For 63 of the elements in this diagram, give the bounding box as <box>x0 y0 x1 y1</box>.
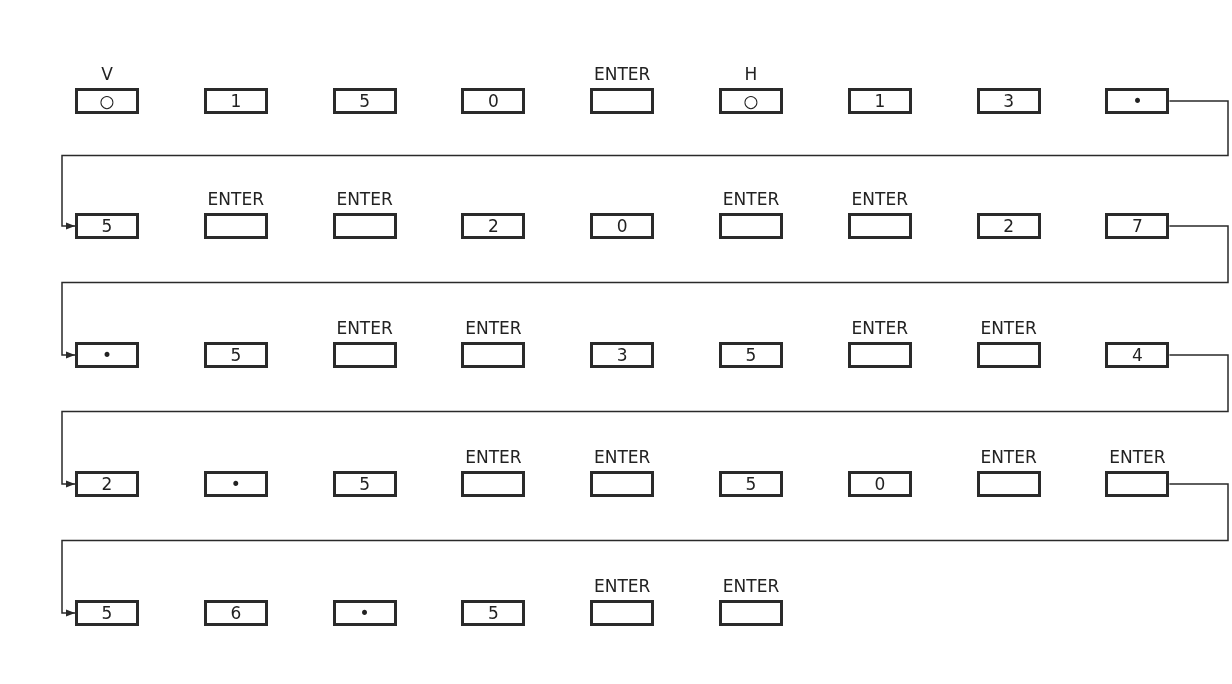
key-button: 5 <box>461 600 526 626</box>
key-label: ENTER <box>593 449 652 466</box>
key-button <box>461 342 526 368</box>
key-label: ENTER <box>206 191 265 208</box>
key-button <box>461 471 526 497</box>
key-label: ENTER <box>464 320 523 337</box>
key-button: 5 <box>719 342 783 368</box>
key-button: 6 <box>203 600 268 626</box>
key-button: 5 <box>203 342 268 368</box>
key-button: 0 <box>461 88 526 114</box>
key-label: ENTER <box>593 66 652 83</box>
key-label: ENTER <box>850 191 909 208</box>
arrow <box>61 354 1229 488</box>
key-button: 4 <box>1105 342 1170 368</box>
key-button <box>332 213 397 239</box>
key-button: 0 <box>590 213 655 239</box>
key-button <box>203 213 268 239</box>
key-button: 3 <box>590 342 655 368</box>
key-button: • <box>75 342 139 368</box>
key-button <box>332 342 397 368</box>
key-button <box>719 213 783 239</box>
key-button: 2 <box>75 471 139 497</box>
key-button: 5 <box>75 213 139 239</box>
key-label: ENTER <box>335 191 394 208</box>
key-button: 5 <box>719 471 783 497</box>
key-button: 3 <box>976 88 1041 114</box>
key-button <box>847 213 912 239</box>
key-label: ENTER <box>979 449 1038 466</box>
key-button: 2 <box>461 213 526 239</box>
key-button <box>590 471 655 497</box>
key-button: 7 <box>1105 213 1170 239</box>
key-button: 0 <box>847 471 912 497</box>
key-label: ENTER <box>850 320 909 337</box>
key-button: • <box>203 471 268 497</box>
key-label: ENTER <box>1108 449 1167 466</box>
key-label: V <box>100 66 114 83</box>
key-button: 2 <box>976 213 1041 239</box>
key-button <box>976 342 1041 368</box>
key-button: 5 <box>332 471 397 497</box>
key-button <box>1105 471 1170 497</box>
key-button: • <box>332 600 397 626</box>
key-label: ENTER <box>335 320 394 337</box>
key-label: ENTER <box>979 320 1038 337</box>
key-label: H <box>743 66 759 83</box>
key-button: 5 <box>75 600 139 626</box>
key-button <box>847 342 912 368</box>
key-button: 1 <box>203 88 268 114</box>
key-button: 5 <box>332 88 397 114</box>
arrow <box>61 100 1229 230</box>
key-label: ENTER <box>464 449 523 466</box>
key-button <box>976 471 1041 497</box>
key-label: ENTER <box>593 578 652 595</box>
key-button <box>590 88 655 114</box>
key-button: • <box>1105 88 1170 114</box>
key-button <box>719 600 783 626</box>
key-label: ENTER <box>721 578 781 595</box>
key-button: 1 <box>847 88 912 114</box>
key-button <box>590 600 655 626</box>
key-button: ○ <box>75 88 139 114</box>
arrow <box>61 483 1229 617</box>
arrow <box>61 225 1229 359</box>
key-button: ○ <box>719 88 783 114</box>
key-label: ENTER <box>721 191 781 208</box>
